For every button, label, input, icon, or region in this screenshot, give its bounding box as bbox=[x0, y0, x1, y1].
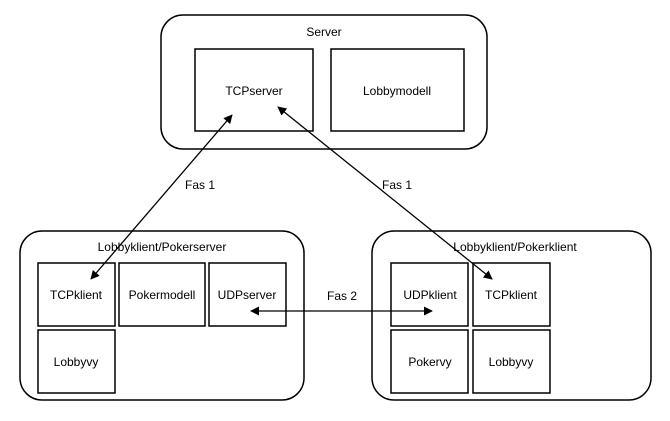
phase1-left-arrow bbox=[90, 114, 233, 280]
server-group: Server TCPserver Lobbymodell bbox=[160, 14, 488, 150]
poker-view-box bbox=[390, 329, 469, 394]
poker-model-label: Pokermodell bbox=[129, 288, 196, 302]
host-left-title: Lobbyklient/Pokerserver bbox=[98, 240, 227, 254]
host-left-group: Lobbyklient/Pokerserver TCPklient Pokerm… bbox=[19, 230, 305, 401]
tcp-client-right-label: TCPklient bbox=[485, 288, 538, 302]
poker-view-label: Pokervy bbox=[408, 355, 451, 369]
host-right-group: Lobbyklient/Pokerklient UDPklient TCPkli… bbox=[371, 230, 652, 401]
tcp-client-left-label: TCPklient bbox=[50, 288, 103, 302]
udp-client-label: UDPklient bbox=[403, 288, 457, 302]
lobby-view-right-box bbox=[472, 329, 551, 394]
server-title: Server bbox=[306, 25, 341, 39]
udp-server-label: UDPserver bbox=[218, 288, 277, 302]
connections-group: Fas 1 Fas 1 Fas 2 bbox=[90, 106, 493, 316]
lobby-model-label: Lobbymodell bbox=[363, 84, 431, 98]
phase1-right-arrow bbox=[277, 106, 493, 280]
lobby-view-left-label: Lobbyvy bbox=[54, 355, 99, 369]
host-right-title: Lobbyklient/Pokerklient bbox=[453, 240, 577, 254]
lobby-view-right-label: Lobbyvy bbox=[489, 355, 534, 369]
tcp-server-label: TCPserver bbox=[225, 84, 282, 98]
phase2-label: Fas 2 bbox=[327, 289, 357, 303]
phase1-left-label: Fas 1 bbox=[185, 178, 215, 192]
phase1-right-label: Fas 1 bbox=[382, 178, 412, 192]
lobby-view-left-box bbox=[37, 329, 116, 394]
